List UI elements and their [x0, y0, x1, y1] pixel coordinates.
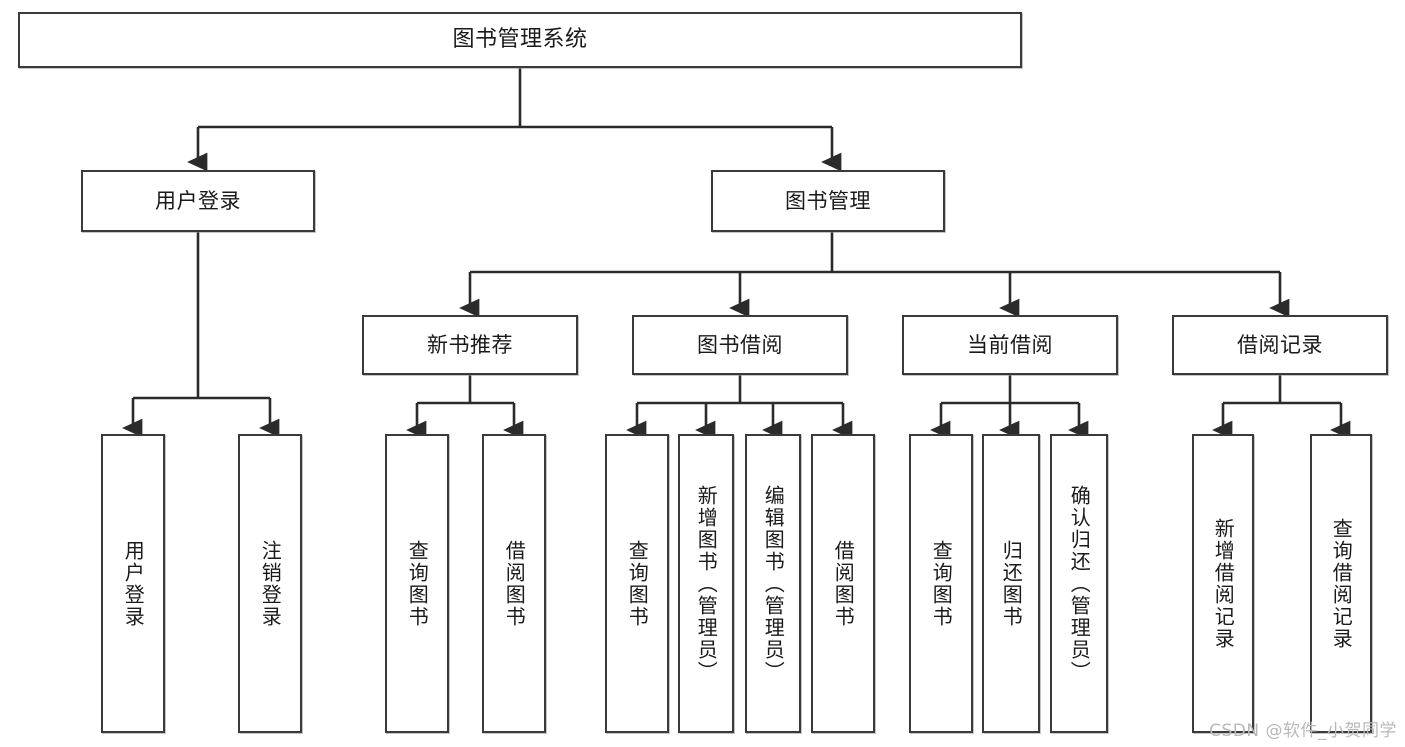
node-label: 当前借阅 [967, 332, 1053, 357]
node-leaf-confirm-return-admin[interactable]: 确认归还（管理员） [1050, 434, 1108, 733]
node-user-login[interactable]: 用户登录 [81, 170, 315, 232]
watermark: CSDN @软件_小贺同学 [1209, 721, 1397, 741]
node-label: 借阅图书 [502, 539, 527, 628]
node-label: 用户登录 [121, 539, 146, 628]
node-leaf-query-book-borrow[interactable]: 查询图书 [605, 434, 669, 733]
node-borrowing-record[interactable]: 借阅记录 [1172, 315, 1388, 375]
node-label: 用户登录 [155, 188, 241, 213]
node-leaf-add-book-admin[interactable]: 新增图书（管理员） [678, 434, 734, 733]
node-label: 查询图书 [625, 539, 650, 628]
node-book-management[interactable]: 图书管理 [711, 170, 945, 232]
node-label: 归还图书 [999, 539, 1024, 628]
node-leaf-query-borrow-record[interactable]: 查询借阅记录 [1310, 434, 1372, 733]
node-leaf-borrow-book-borrow[interactable]: 借阅图书 [811, 434, 875, 733]
node-label: 借阅记录 [1237, 332, 1323, 357]
node-label: 借阅图书 [831, 539, 856, 628]
node-current-borrowing[interactable]: 当前借阅 [902, 315, 1118, 375]
node-root-book-management-system[interactable]: 图书管理系统 [18, 12, 1022, 68]
node-new-book-recommendation[interactable]: 新书推荐 [362, 315, 578, 375]
node-label: 图书借阅 [697, 332, 783, 357]
node-leaf-return-book[interactable]: 归还图书 [982, 434, 1040, 733]
node-label: 新书推荐 [427, 332, 513, 357]
node-leaf-query-book-current[interactable]: 查询图书 [909, 434, 973, 733]
node-label: 确认归还（管理员） [1067, 484, 1092, 683]
node-label: 新增借阅记录 [1211, 517, 1236, 650]
node-leaf-borrow-book-newbook[interactable]: 借阅图书 [482, 434, 546, 733]
node-label: 编辑图书（管理员） [761, 484, 786, 683]
node-label: 新增图书（管理员） [694, 484, 719, 683]
node-leaf-user-login[interactable]: 用户登录 [101, 434, 165, 733]
node-leaf-edit-book-admin[interactable]: 编辑图书（管理员） [745, 434, 801, 733]
node-label: 图书管理 [785, 188, 871, 213]
node-label: 图书管理系统 [452, 27, 588, 53]
node-book-borrowing[interactable]: 图书借阅 [632, 315, 848, 375]
node-leaf-user-logout[interactable]: 注销登录 [238, 434, 302, 733]
node-label: 查询借阅记录 [1329, 517, 1354, 650]
node-leaf-query-book-newbook[interactable]: 查询图书 [385, 434, 449, 733]
node-label: 注销登录 [258, 539, 283, 628]
node-leaf-add-borrow-record[interactable]: 新增借阅记录 [1192, 434, 1254, 733]
node-label: 查询图书 [405, 539, 430, 628]
node-label: 查询图书 [929, 539, 954, 628]
